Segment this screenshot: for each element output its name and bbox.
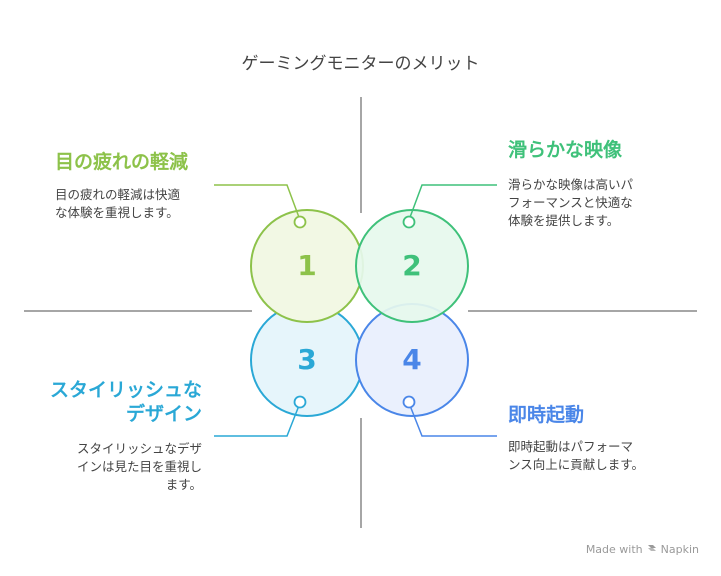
heading-1-line: 目の疲れの軽減 — [55, 151, 189, 173]
description-2-line: 体験を提供します。 — [508, 213, 620, 228]
connector-1 — [214, 184, 301, 221]
heading-3-line: スタイリッシュな — [49, 379, 202, 401]
heading-3-line: デザイン — [125, 403, 202, 425]
description-3-line: インは見た目を重視し — [76, 459, 202, 474]
description-1-line: 目の疲れの軽減は快適 — [55, 187, 181, 202]
circle-number-1: 1 — [297, 249, 316, 282]
connector-dot-4 — [402, 395, 416, 409]
description-2: 滑らかな映像は高いパ フォーマンスと快適な 体験を提供します。 — [508, 176, 633, 230]
description-4-line: 即時起動はパフォーマ — [508, 439, 634, 454]
heading-1: 目の疲れの軽減 — [55, 150, 188, 174]
made-with-label: Made with — [585, 543, 643, 556]
connector-dot-3 — [293, 395, 307, 409]
description-2-line: 滑らかな映像は高いパ — [508, 177, 634, 192]
connector-dot-2 — [402, 215, 416, 229]
connector-3 — [214, 402, 301, 437]
made-with-napkin[interactable]: Made with Napkin — [586, 543, 699, 556]
circle-number-4: 4 — [402, 343, 421, 376]
connector-dot-1 — [293, 215, 307, 229]
napkin-logo-icon — [647, 543, 657, 556]
description-3-line: ます。 — [165, 477, 202, 492]
heading-2-line: 滑らかな映像 — [508, 139, 623, 161]
heading-3: スタイリッシュな デザイン — [2, 378, 202, 426]
connector-4 — [408, 402, 497, 437]
heading-4-line: 即時起動 — [508, 404, 585, 426]
description-3-line: スタイリッシュなデザ — [76, 441, 202, 456]
circle-number-2: 2 — [402, 249, 421, 282]
circle-number-3: 3 — [297, 343, 316, 376]
connector-2 — [408, 184, 497, 221]
heading-4: 即時起動 — [508, 403, 584, 427]
description-1: 目の疲れの軽減は快適 な体験を重視します。 — [55, 186, 180, 222]
description-3: スタイリッシュなデザ インは見た目を重視し ます。 — [52, 440, 202, 494]
description-4-line: ンス向上に貢献します。 — [508, 457, 645, 472]
description-1-line: な体験を重視します。 — [55, 205, 179, 220]
page-title: ゲーミングモニターのメリット — [241, 54, 480, 74]
description-2-line: フォーマンスと快適な — [508, 195, 633, 210]
napkin-brand: Napkin — [660, 543, 699, 556]
heading-2: 滑らかな映像 — [508, 138, 622, 162]
description-4: 即時起動はパフォーマ ンス向上に貢献します。 — [508, 438, 644, 474]
